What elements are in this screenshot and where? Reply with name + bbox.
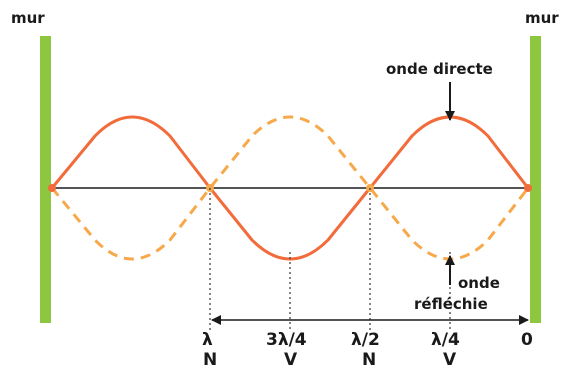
node-type-label-lambda: N [203, 350, 218, 370]
node-point-left [48, 184, 56, 192]
node-type-label-half-lambda: N [362, 350, 377, 370]
reflected-wave-label-line2: réfléchie [414, 295, 488, 313]
position-label-lambda: λ [202, 330, 213, 350]
position-label-half-lambda: λ/2 [351, 330, 380, 350]
left-wall-label: mur [11, 9, 45, 27]
node-point-right [524, 184, 532, 192]
direct-wave-label: onde directe [386, 60, 493, 78]
position-label-quarter-lambda: λ/4 [431, 330, 460, 350]
node-type-label-three-quarter-lambda: V [284, 350, 298, 370]
right-wall [530, 36, 541, 323]
position-label-three-quarter-lambda: 3λ/4 [266, 330, 307, 350]
node-type-label-quarter-lambda: V [443, 350, 457, 370]
position-label-zero: 0 [521, 330, 533, 350]
left-wall [40, 36, 51, 323]
reflected-wave-label-line1: onde [458, 274, 500, 292]
right-wall-label: mur [525, 9, 559, 27]
